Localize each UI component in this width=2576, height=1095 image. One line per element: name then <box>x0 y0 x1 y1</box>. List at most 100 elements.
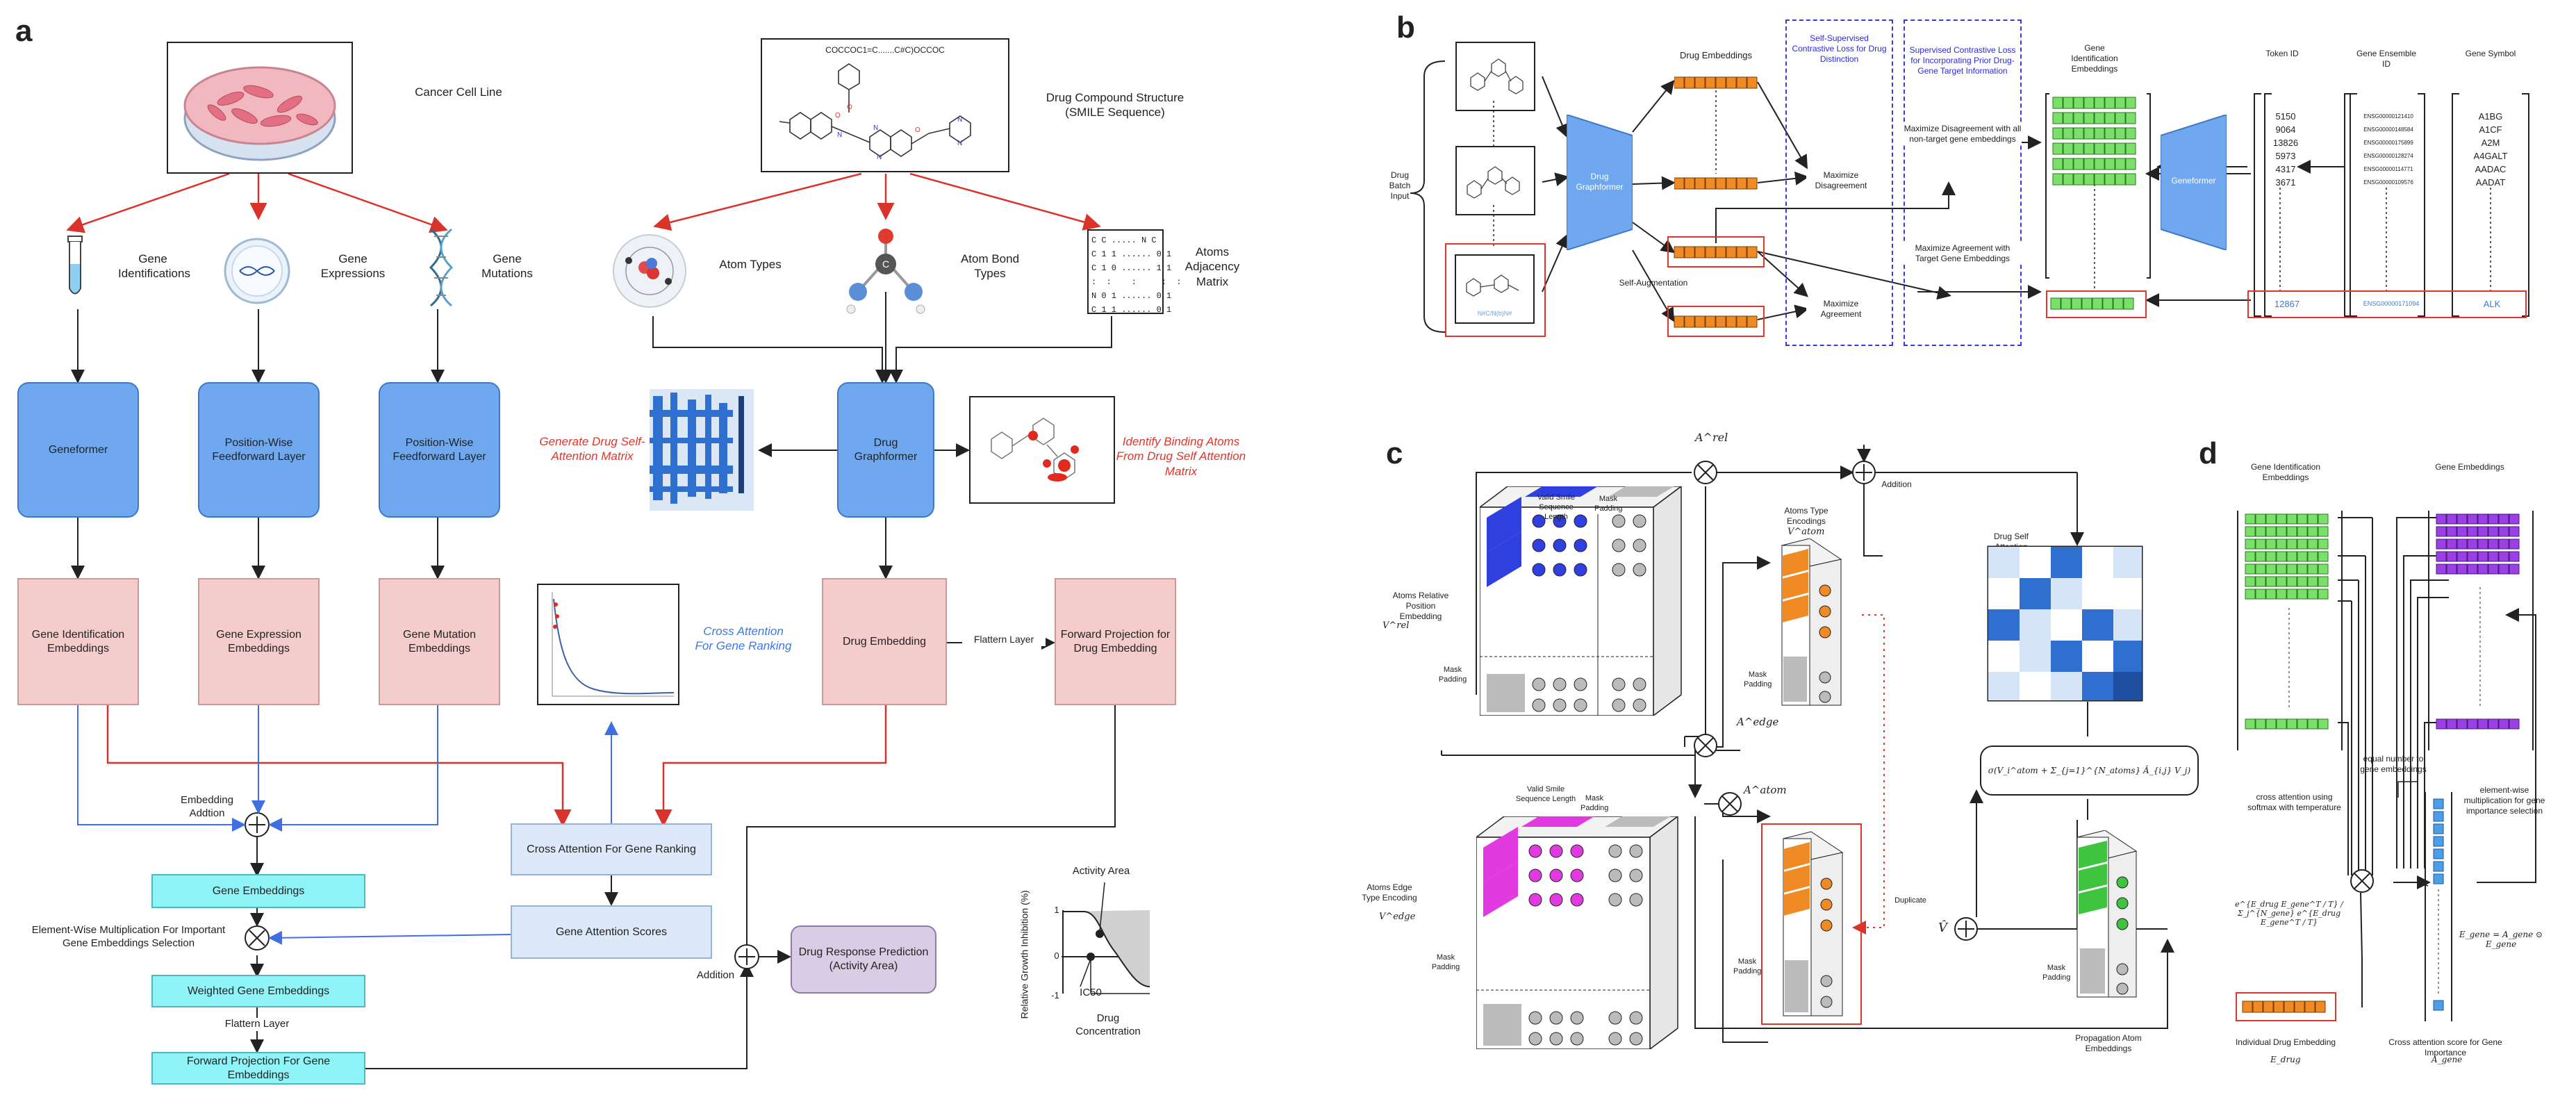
prop-label: Propagation Atom Embeddings <box>2075 1033 2142 1053</box>
panel-label-b: b <box>1396 10 1415 44</box>
symbol-item: A2M <box>2481 138 2500 148</box>
svg-text:O: O <box>835 112 841 120</box>
drug-graphformer-trapezoid: Drug Graphformer <box>1566 113 1633 252</box>
selected-gene-row: 12867 ENSG00000171094 ALK <box>2247 290 2527 318</box>
self-aug-label: Self-Augmentation <box>1619 278 1688 288</box>
drug-attention-heatmap <box>650 389 754 511</box>
agene-label: A_gene <box>2431 1055 2463 1064</box>
gene-emb-grid-b <box>2049 94 2140 201</box>
flatten-label-1: Flattern Layer <box>962 634 1046 646</box>
drug-emb-box: Drug Embedding <box>822 578 947 705</box>
gene-expr-label: Gene Expressions <box>320 252 386 281</box>
self-attn-heatmap-c <box>1987 545 2143 702</box>
gid-emb-stack-d <box>2237 511 2343 750</box>
gene-ranking-plot <box>537 584 679 705</box>
flatten-label-2: Flattern Layer <box>222 1018 292 1031</box>
ic50-label: IC50 <box>1080 987 1102 998</box>
mask-pad-c2: Mask Padding <box>1438 666 1467 684</box>
svg-text:N: N <box>873 124 878 132</box>
symbol-item: A4GALT <box>2473 151 2508 161</box>
ensembl-item: ENSG00000109576 <box>2363 179 2413 186</box>
drug-graphformer-box: Drug Graphformer <box>837 382 934 518</box>
atom-icon <box>611 233 688 313</box>
egene-formula: E_gene = A_gene ⊙ E_gene <box>2459 930 2543 949</box>
ssl-label: Self-Supervised Contrastive Loss for Dru… <box>1792 33 1887 64</box>
token-id-header: Token ID <box>2265 49 2299 58</box>
drug-batch-label: Drug Batch Input <box>1389 170 1411 201</box>
fwd-drug-box: Forward Projection for Drug Embedding <box>1055 578 1176 705</box>
mask-pad-c6: Mask Padding <box>1733 957 1762 975</box>
gid-emb-b-label: Gene Identification Embeddings <box>2071 43 2118 74</box>
symbol-item: A1BG <box>2478 111 2503 122</box>
dna-helix-icon <box>424 226 459 313</box>
mask-pad-c3: Mask Padding <box>1744 670 1772 689</box>
atom-types-label: Atom Types <box>719 258 782 271</box>
max-agr-2: Maximize Agreement with Target Gene Embe… <box>1904 243 2022 264</box>
elementwise-d-label: element-wise multiplication for gene imp… <box>2463 785 2545 816</box>
dose-response-plot <box>1062 882 1150 994</box>
cross-softmax-label: cross attention using softmax with tempe… <box>2247 792 2341 812</box>
duplicate-label: Duplicate <box>1894 896 1926 905</box>
weighted-gene-emb-box: Weighted Gene Embeddings <box>151 975 365 1007</box>
geneformer-trapezoid-b: Geneformer <box>2160 113 2227 252</box>
svg-text:N: N <box>957 140 962 147</box>
gene-ids-label: Gene Identifications <box>118 252 190 281</box>
attn-score-column <box>2425 792 2452 1021</box>
atoms-rel-label: Atoms Relative Position Embedding <box>1392 591 1449 621</box>
max-agr-1: Maximize Agreement <box>1806 299 1876 320</box>
drug-emb-b-label: Drug Embeddings <box>1679 50 1753 60</box>
gene-scores-box: Gene Attention Scores <box>511 905 712 959</box>
equal-number-label: equal number to gene embeddings <box>2360 754 2427 774</box>
svg-text:O: O <box>847 104 852 111</box>
ensembl-item: ENSG00000128274 <box>2363 153 2413 159</box>
arel-label: A^rel <box>1695 431 1728 444</box>
gene-emb-d-label: Gene Embeddings <box>2435 462 2504 472</box>
dna-dish-icon <box>222 236 292 309</box>
sel-symbol: ALK <box>2483 299 2501 309</box>
target-gene-emb-frame <box>2046 290 2147 318</box>
mask-pad-c5: Mask Padding <box>1431 953 1460 971</box>
svg-text:N: N <box>877 154 882 161</box>
atoms-type-enc-label: Atoms Type Encodings <box>1784 506 1828 526</box>
cancer-cell-label: Cancer Cell Line <box>415 85 502 99</box>
token-item: 5973 <box>2275 151 2296 161</box>
drug-mol-1 <box>1455 42 1535 111</box>
vrel-label: V^rel <box>1382 620 1410 631</box>
y-tick-neg1: -1 <box>1051 990 1059 1001</box>
mask-pad-c4: Mask Padding <box>1580 794 1609 812</box>
panel-label-a: a <box>15 14 33 48</box>
token-item: 13826 <box>2272 138 2299 148</box>
y-tick-0: 0 <box>1054 950 1059 961</box>
propagation-column <box>2070 830 2154 1001</box>
ensembl-item: ENSG00000148584 <box>2363 126 2413 133</box>
adjacency-matrix: C C ..... N C C 1 1 ...... 0 1 C 1 0 ...… <box>1087 229 1182 315</box>
binding-atoms-image <box>969 396 1115 504</box>
svg-text:O: O <box>915 126 920 134</box>
binding-label: Identify Binding Atoms From Drug Self At… <box>1116 435 1246 478</box>
softmax-formula: e^{E_drug E_gene^T / T} / Σ_j^{N_gene} e… <box>2235 900 2343 927</box>
indiv-drug-emb-frame <box>2236 992 2336 1021</box>
valid-len-1: Valid Smile Sequence Length <box>1537 493 1576 521</box>
edge-tensor <box>1474 815 1685 1051</box>
panel-label-c: c <box>1386 436 1403 470</box>
pwff-box-2: Position-Wise Feedforward Layer <box>379 382 500 518</box>
ssl-dashed-box: Self-Supervised Contrastive Loss for Dru… <box>1785 19 1893 346</box>
atom-type-column <box>1768 538 1851 709</box>
smiles-string: COCCOC1=C.......C#C)OCCOC <box>825 45 945 55</box>
adjacency-label: Atoms Adjacency Matrix <box>1184 245 1240 288</box>
embedding-addition-label: Embedding Addtion <box>181 794 233 819</box>
indiv-drug-label: Individual Drug Embedding <box>2235 1037 2336 1047</box>
smiles-small: N#C/N(b)N# <box>1477 310 1512 317</box>
drug-emb-bar-2 <box>1674 177 1758 193</box>
edrug-label: E_drug <box>2270 1055 2301 1064</box>
svg-text:N: N <box>837 131 842 139</box>
gene-emb-box-a: Gene Embeddings <box>151 874 365 908</box>
atoms-edge-label: Atoms Edge Type Encoding <box>1362 882 1417 903</box>
drug-emb-bar-4-frame <box>1667 306 1765 337</box>
gene-emb-stack-d <box>2428 511 2534 750</box>
addition-label-a: Addition <box>696 969 735 981</box>
y-tick-1: 1 <box>1054 905 1059 915</box>
drug-emb-bar-1 <box>1674 76 1758 92</box>
